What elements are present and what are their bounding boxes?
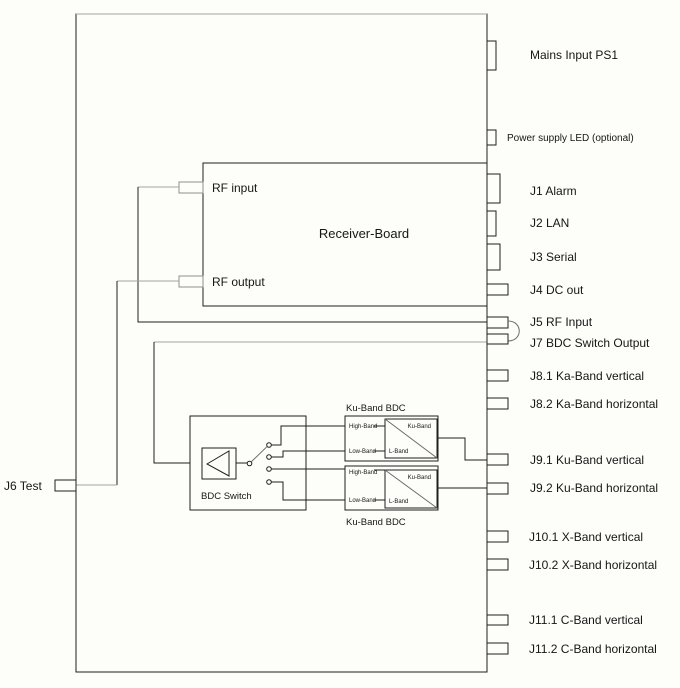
contact2-to-bdc1-low-trace [271,450,345,458]
connector-j6-test [54,479,77,492]
connector-mains-input [486,40,497,71]
bdc2-converter-diagonal [384,469,438,509]
j5-rf-input-label: J5 RF Input [530,315,593,329]
bdc2-l-band-label: L-Band [389,499,408,505]
receiver-board-title: Receiver-Board [319,226,409,241]
contact4-to-bdc2-low-trace [271,481,345,501]
connector-j5-rf-input [486,316,509,329]
switch-pivot [246,460,253,467]
connector-j8-1-ka-vertical [486,369,509,382]
rf-input-connector [178,181,204,194]
rf-input-label: RF input [212,181,258,195]
j1-alarm-label: J1 Alarm [530,184,577,198]
amplifier-triangle-icon [205,450,230,477]
j2-lan-label: J2 LAN [530,216,569,230]
bdc1-l-band-label: L-Band [389,449,408,455]
j11-1-label: J11.1 C-Band vertical [529,613,643,627]
j8-2-label: J8.2 Ka-Band horizontal [530,397,658,411]
switch-contact-2 [266,454,272,460]
bdc2-title: Ku-Band BDC [346,517,406,528]
switch-contact-3 [266,466,272,472]
j11-2-label: J11.2 C-Band horizontal [529,642,657,656]
mains-input-label: Mains Input PS1 [530,48,618,62]
bdc1-low-band-label: Low-Band [349,449,376,455]
j10-1-label: J10.1 X-Band vertical [529,530,643,544]
bdc-switch-label: BDC Switch [201,491,252,502]
switch-contact-1 [266,442,272,448]
connector-j9-1-ku-vertical [486,453,509,466]
j7-bdc-switch-output-label: J7 BDC Switch Output [530,336,650,350]
connector-j9-2-ku-horizontal [486,482,509,495]
rf-output-label: RF output [212,275,265,289]
bdc2-low-band-label: Low-Band [349,498,376,504]
connector-j8-2-ka-horizontal [486,397,509,410]
j10-2-label: J10.2 X-Band horizontal [529,558,657,572]
connector-power-supply-led [486,129,497,146]
connector-j3-serial [486,243,501,271]
bdc1-high-band-label: High-Band [349,424,377,430]
bdc1-converter-diagonal [384,418,438,459]
j7-to-bdc-switch-trace [153,342,202,464]
j4-dc-out-label: J4 DC out [530,283,584,297]
connector-j1-alarm [486,173,501,204]
rf-input-to-j5-trace [137,187,487,323]
connector-j10-1-x-vertical [486,530,509,543]
chassis-outline [75,13,488,673]
bdc1-title: Ku-Band BDC [346,403,406,414]
connector-j4-dc-out [486,283,509,296]
j8-1-label: J8.1 Ka-Band vertical [530,369,644,383]
rf-output-connector [178,275,204,288]
connector-j7-bdc-switch-output [486,333,509,345]
power-supply-led-label: Power supply LED (optional) [507,133,634,144]
j5-j7-loopback-cable [507,320,520,342]
bdc2-high-band-label: High-Band [349,470,377,476]
bdc1-output-trace [438,437,487,461]
switch-contact-4 [266,479,272,485]
j6-test-label: J6 Test [4,479,42,493]
bdc2-ku-band-label: Ku-Band [408,475,431,481]
connector-j2-lan [486,210,497,237]
j3-serial-label: J3 Serial [530,250,577,264]
j9-1-label: J9.1 Ku-Band vertical [530,453,644,467]
switch-arm [250,446,268,463]
connector-j10-2-x-horizontal [486,558,509,571]
connector-j11-1-c-vertical [486,614,509,626]
receiver-board-box [202,162,488,307]
contact1-to-bdc1-high-trace [271,425,345,446]
j9-2-label: J9.2 Ku-Band horizontal [530,481,658,495]
connector-j11-2-c-horizontal [486,642,509,655]
bdc1-ku-band-label: Ku-Band [408,424,431,430]
